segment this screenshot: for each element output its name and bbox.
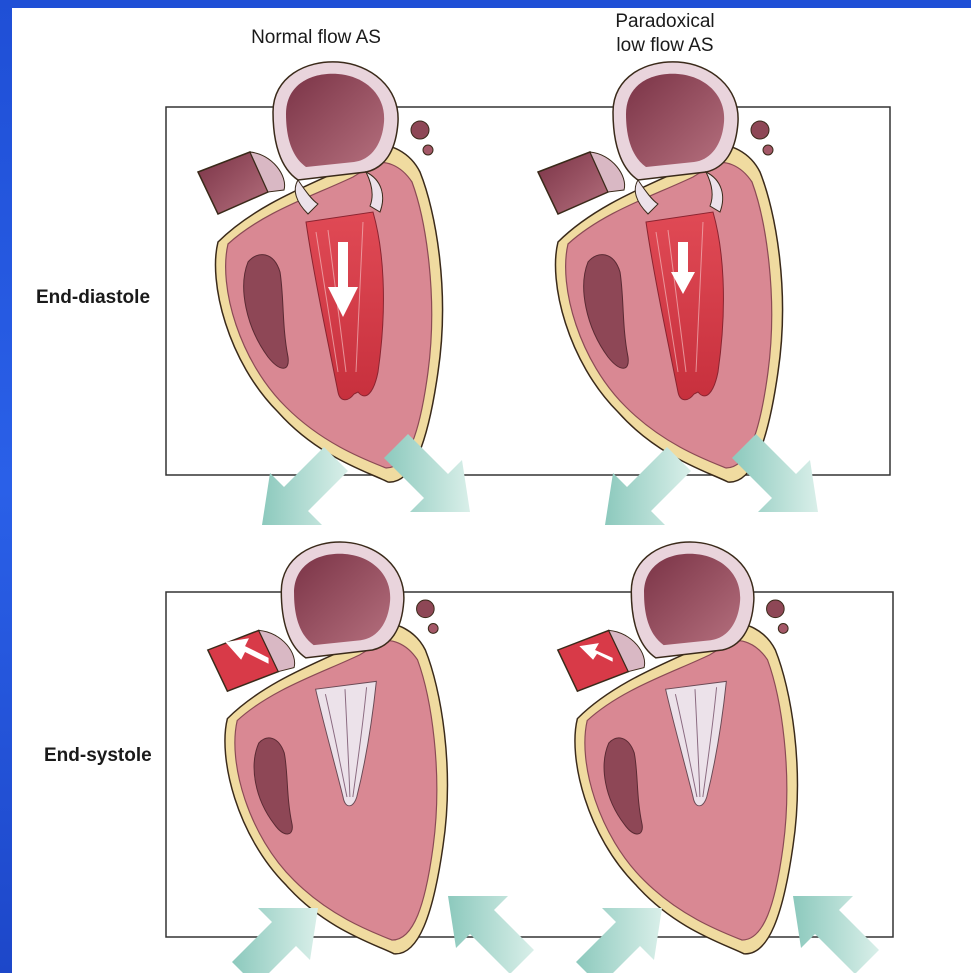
heart-normal-diastole: [198, 62, 443, 482]
row-label-end-systole: End-systole: [44, 745, 152, 767]
inward-arrow-icon: [448, 896, 534, 973]
inward-arrow-icon: [576, 908, 662, 973]
heart-normal-systole: [208, 542, 448, 954]
column-title-paradoxical-low-flow: Paradoxical low flow AS: [580, 10, 750, 58]
outward-arrow-icon: [262, 447, 348, 525]
outward-arrow-icon: [605, 447, 691, 525]
row-label-end-diastole: End-diastole: [36, 287, 150, 309]
inward-arrow-icon: [793, 896, 879, 973]
heart-paradoxical-systole: [558, 542, 798, 954]
heart-paradoxical-diastole: [538, 62, 783, 482]
inward-arrow-icon: [232, 908, 318, 973]
column-title-normal-flow: Normal flow AS: [216, 26, 416, 50]
